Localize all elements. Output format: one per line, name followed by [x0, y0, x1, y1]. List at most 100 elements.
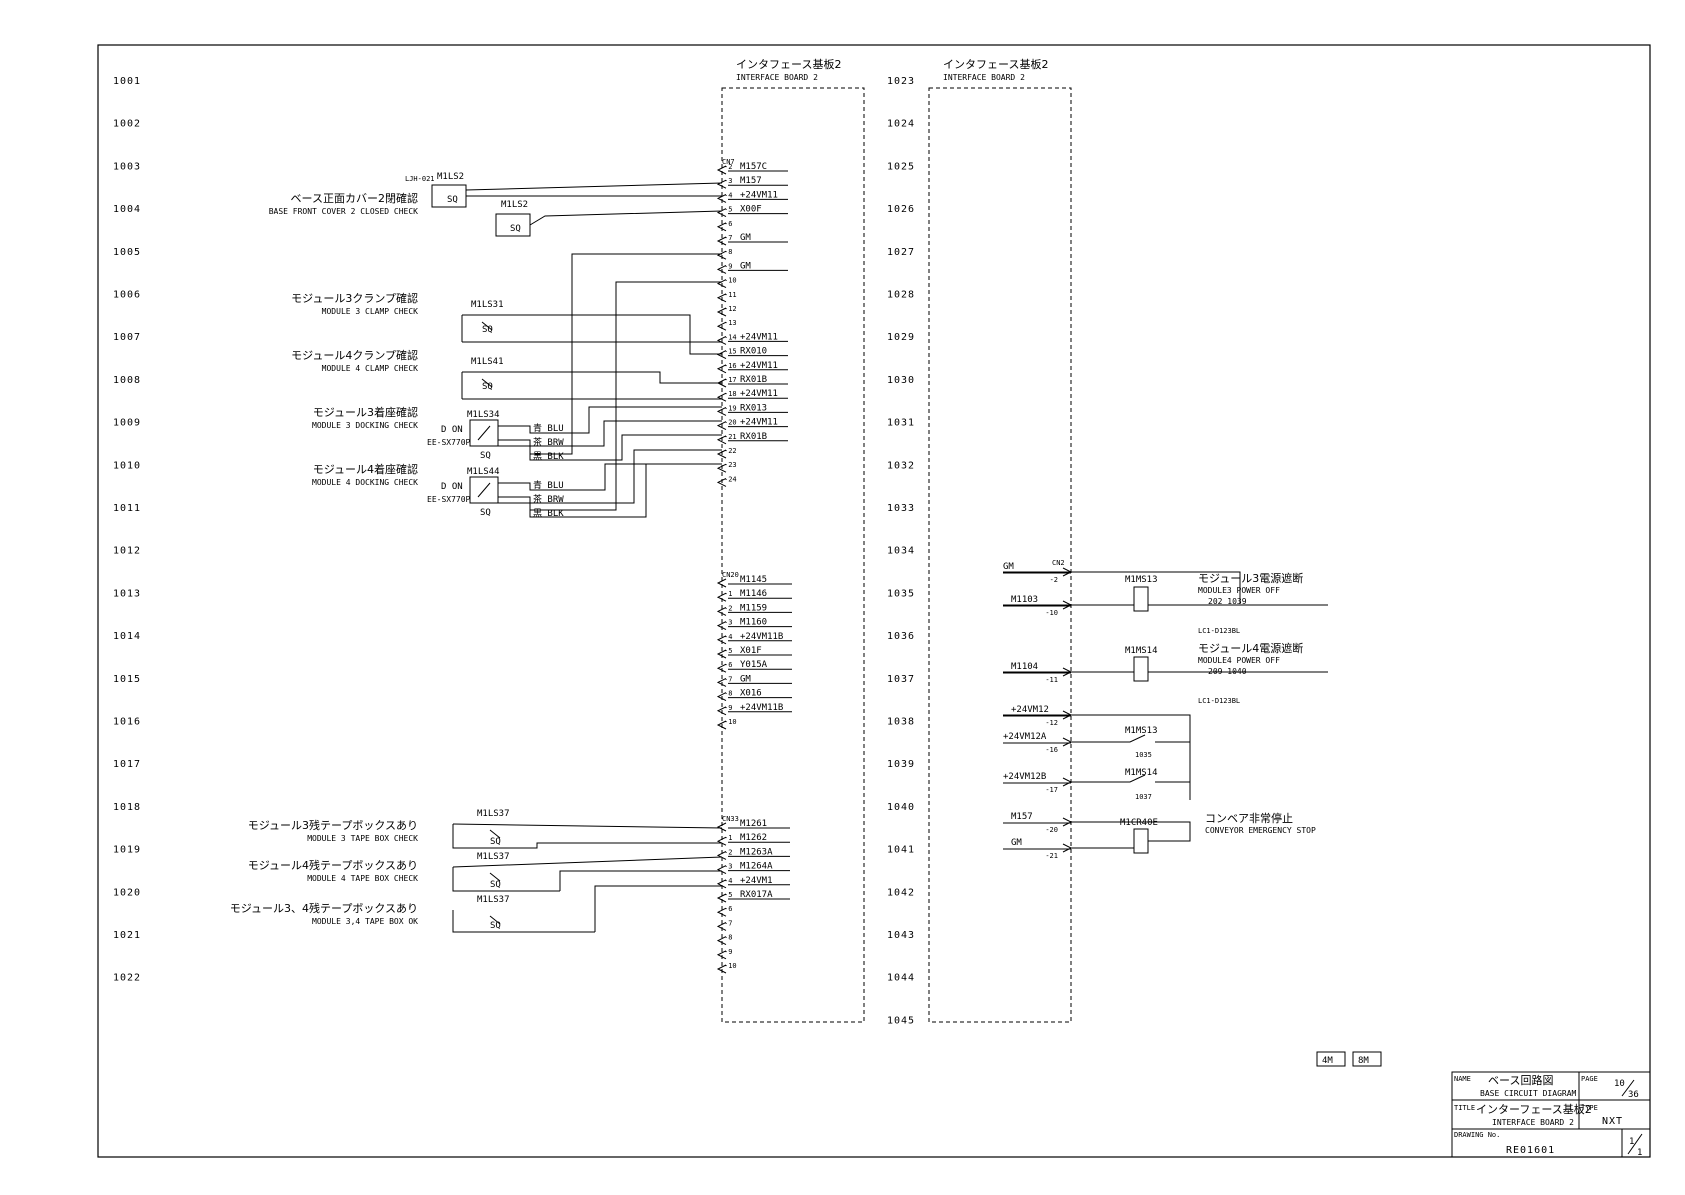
connector-pin	[716, 635, 727, 645]
pin-number: -7	[724, 234, 732, 242]
row-number: 1003	[113, 161, 141, 172]
row-number: 1011	[113, 503, 141, 514]
connector-pin	[716, 477, 727, 487]
pin-number: -7	[724, 675, 732, 683]
pin-signal: M157	[740, 176, 762, 186]
row-number: 1042	[887, 887, 915, 898]
device-label-en: MODULE 3 TAPE BOX CHECK	[307, 834, 418, 843]
row-number: 1043	[887, 930, 915, 941]
connector-pin	[716, 921, 727, 931]
wire	[462, 371, 722, 384]
row-number: 1038	[887, 717, 915, 728]
contact-tag: M1MS14	[1125, 768, 1158, 778]
row-number: 1028	[887, 290, 915, 301]
pin-number: -21	[1045, 852, 1058, 860]
connector-pin	[716, 264, 727, 274]
limit-switch-symbol	[452, 910, 595, 933]
sensor-model: EE-SX770P	[427, 438, 471, 447]
pin-signal: M1262	[740, 833, 767, 843]
row-number: 1034	[887, 546, 915, 557]
pin-signal: M1104	[1011, 662, 1038, 672]
connector-pin	[716, 463, 727, 473]
wire	[498, 406, 722, 434]
connector-pin	[716, 964, 727, 974]
connector-pin	[716, 893, 727, 903]
relay-coil	[1133, 656, 1149, 682]
connector-pin	[716, 222, 727, 232]
photo-sensor-symbol	[469, 419, 499, 447]
connector-pin	[716, 293, 727, 303]
row-number: 1007	[113, 332, 141, 343]
pin-signal: M1103	[1011, 595, 1038, 605]
device-label-jp: モジュール3残テープボックスあり	[248, 818, 418, 832]
sensor-don: D ON	[441, 482, 463, 492]
tb-title-en: INTERFACE BOARD 2	[1492, 1118, 1574, 1127]
wire-color: 茶 BRW	[533, 493, 564, 505]
tb-page-num: 10	[1614, 1079, 1625, 1089]
device-label-jp: モジュール3、4残テープボックスあり	[230, 901, 418, 915]
row-number: 1031	[887, 418, 915, 429]
row-number: 1020	[113, 887, 141, 898]
pin-number: -9	[724, 948, 732, 956]
pin-number: -5	[724, 206, 732, 214]
pin-number: -2	[1050, 576, 1058, 584]
device-label-en: MODULE 4 DOCKING CHECK	[312, 478, 418, 487]
limit-switch-symbol	[461, 315, 493, 342]
badge-4m	[1316, 1051, 1346, 1067]
pin-signal: +24VM12B	[1003, 772, 1046, 782]
connector-pin	[716, 865, 727, 875]
device-label-en: BASE FRONT COVER 2 CLOSED CHECK	[269, 207, 418, 216]
relay-label-en: MODULE3 POWER OFF	[1198, 586, 1280, 595]
relay-model: LC1-D123BL	[1198, 627, 1240, 635]
badge-4m-label: 4M	[1322, 1056, 1333, 1066]
tb-type-val: NXT	[1602, 1116, 1623, 1127]
limit-switch-symbol	[461, 372, 493, 399]
pin-number: -5	[724, 647, 732, 655]
connector-pin	[716, 950, 727, 960]
pin-signal: X016	[740, 689, 762, 699]
pin-number: -19	[724, 404, 737, 412]
connector-pin	[716, 165, 727, 175]
connector-pin	[716, 677, 727, 687]
board-a-title-en: INTERFACE BOARD 2	[736, 73, 818, 82]
row-number-column: 1001100210031004100510061007100810091010…	[113, 76, 915, 1026]
contact-ref: 1037	[1135, 793, 1152, 801]
pin-number: -6	[724, 220, 732, 228]
pin-signal: M1263A	[740, 847, 773, 857]
pin-number: -12	[1045, 719, 1058, 727]
row-number: 1032	[887, 460, 915, 471]
tb-page-label: PAGE	[1581, 1075, 1598, 1083]
board-a-title-jp: インタフェース基板2	[736, 57, 841, 71]
wire-color: 青 BLU	[533, 479, 564, 491]
wire	[594, 885, 722, 932]
pin-number: -10	[724, 962, 737, 970]
pin-number: -20	[1045, 826, 1058, 834]
wire	[462, 314, 722, 355]
connector-pin	[1062, 737, 1073, 747]
row-number: 1029	[887, 332, 915, 343]
connector-pin	[716, 236, 727, 246]
connector-pin	[716, 822, 727, 832]
wire	[498, 449, 722, 504]
pin-number: -4	[724, 633, 732, 641]
switch-tag: M1LS41	[471, 357, 504, 367]
switch-tag: M1LS37	[477, 895, 510, 905]
wire	[1071, 734, 1190, 743]
pin-signal: GM	[740, 233, 751, 243]
switch-sq-label: SQ	[490, 837, 501, 847]
connector-pin	[716, 449, 727, 459]
sensor-sq: SQ	[480, 451, 491, 461]
row-number: 1035	[887, 588, 915, 599]
wire	[498, 420, 722, 447]
row-number: 1010	[113, 460, 141, 471]
device-label-jp: モジュール4クランプ確認	[291, 348, 418, 362]
wire	[1071, 774, 1190, 783]
connector-pin	[1062, 817, 1073, 827]
relay-coil	[1133, 586, 1149, 612]
sensor-arrow	[477, 482, 491, 498]
connector-pin	[716, 850, 727, 860]
connector-pin	[716, 836, 727, 846]
row-number: 1033	[887, 503, 915, 514]
row-number: 1036	[887, 631, 915, 642]
device-label-en: MODULE 3 CLAMP CHECK	[322, 307, 419, 316]
